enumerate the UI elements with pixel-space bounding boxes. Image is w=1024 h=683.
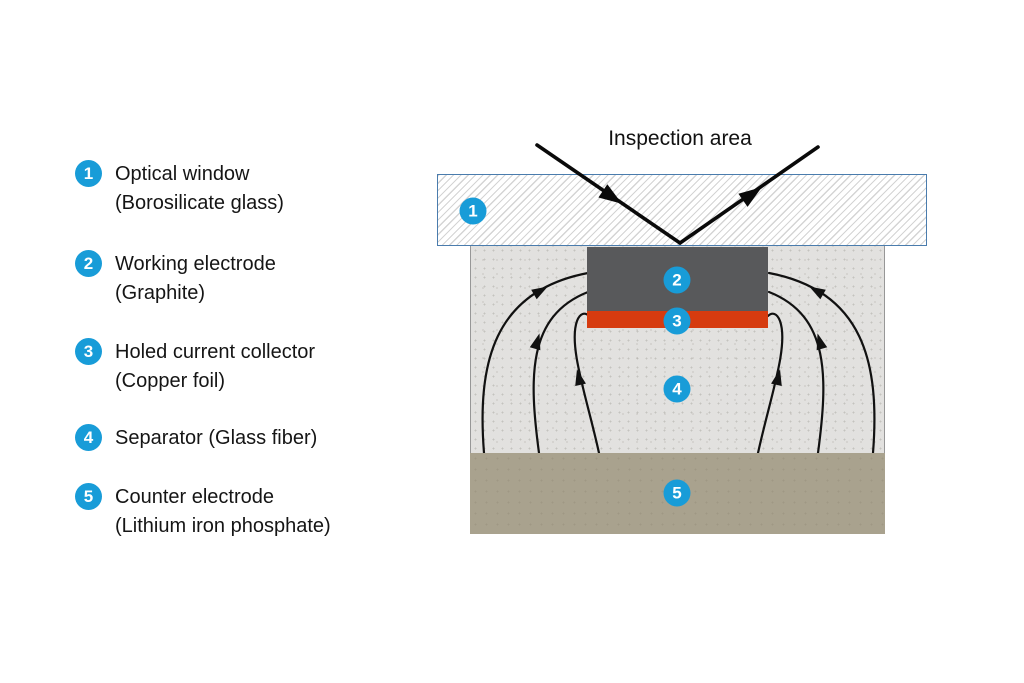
legend-badge-5: 5 [75,483,102,510]
optical-window-layer [437,174,927,246]
legend-text-current-collector: Holed current collector (Copper foil) [115,338,315,396]
legend-badge-4: 4 [75,424,102,451]
legend-subtitle-2: (Graphite) [115,282,206,304]
inspection-area-label: Inspection area [608,127,752,150]
diagram-badge-separator: 4 [663,375,691,403]
legend-item-separator: 4 Separator (Glass fiber) [75,424,317,453]
legend-text-working-electrode: Working electrode (Graphite) [115,250,276,308]
legend-title-3: Holed current collector [115,341,316,363]
diagram-badge-working-electrode: 2 [663,266,691,294]
legend-item-counter-electrode: 5 Counter electrode (Lithium iron phosph… [75,483,331,541]
legend-title-4: Separator (Glass fiber) [115,427,318,449]
diagram-badge-optical-window: 1 [459,197,487,225]
legend-title-2: Working electrode [115,253,276,275]
diagram-badge-current-collector: 3 [663,307,691,335]
legend-badge-2: 2 [75,250,102,277]
legend-subtitle-1: (Borosilicate glass) [115,192,284,214]
diagram-badge-counter-electrode: 5 [663,479,691,507]
legend-text-separator: Separator (Glass fiber) [115,424,317,453]
legend-text-counter-electrode: Counter electrode (Lithium iron phosphat… [115,483,331,541]
legend-item-current-collector: 3 Holed current collector (Copper foil) [75,338,315,396]
legend-subtitle-5: (Lithium iron phosphate) [115,515,331,537]
legend-item-working-electrode: 2 Working electrode (Graphite) [75,250,276,308]
legend-text-optical-window: Optical window (Borosilicate glass) [115,160,284,218]
legend-title-1: Optical window [115,163,250,185]
legend-badge-1: 1 [75,160,102,187]
legend-item-optical-window: 1 Optical window (Borosilicate glass) [75,160,284,218]
legend-subtitle-3: (Copper foil) [115,370,226,392]
legend-title-5: Counter electrode [115,486,274,508]
legend-badge-3: 3 [75,338,102,365]
